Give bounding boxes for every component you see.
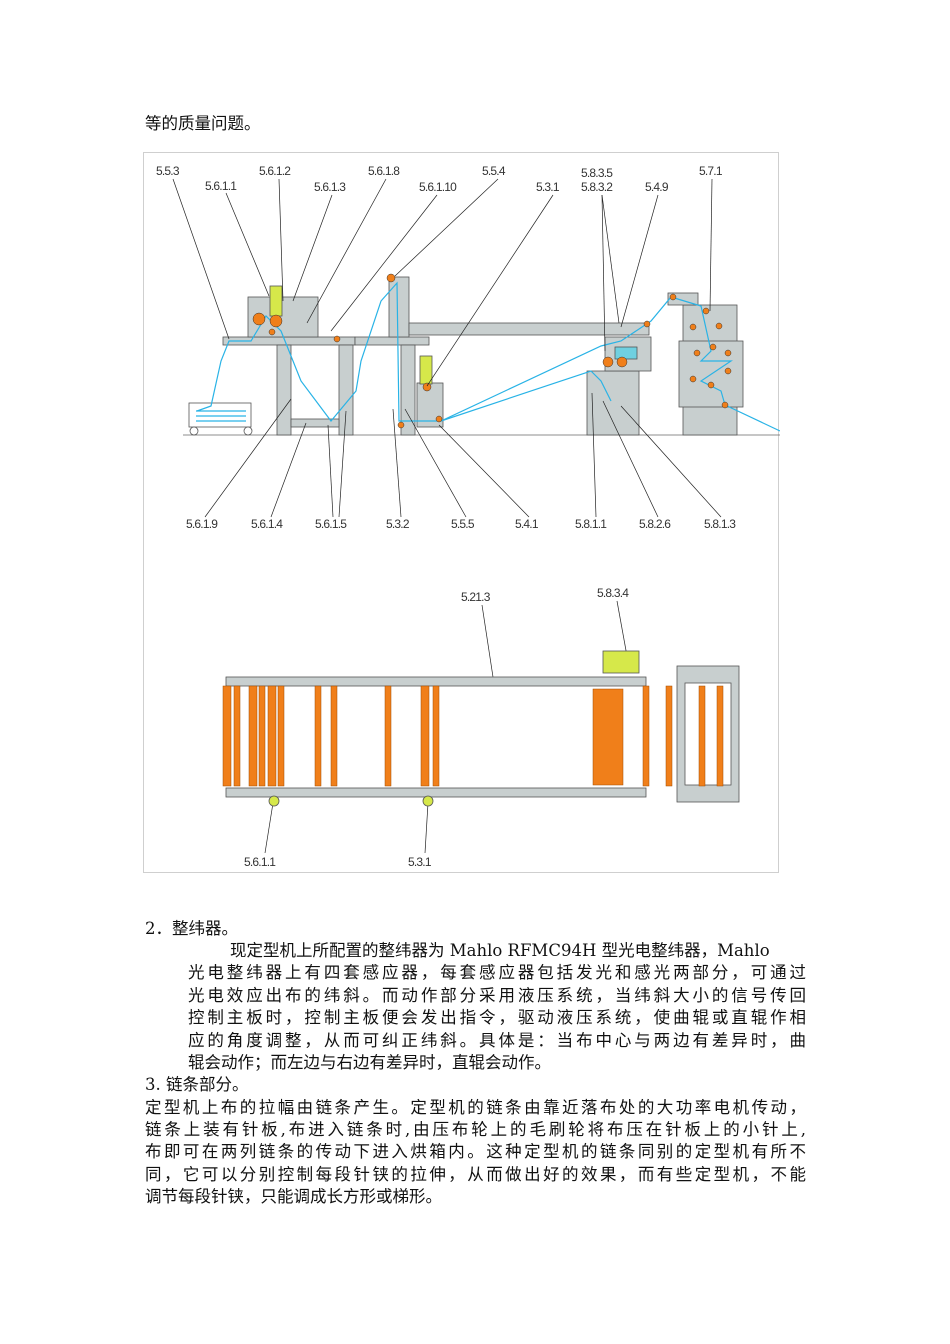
overhead-beam bbox=[408, 322, 650, 336]
callout-label: 5.8.2.6 bbox=[639, 517, 671, 531]
callout-label: 5.8.1.1 bbox=[575, 517, 607, 531]
leader-lines bbox=[172, 178, 722, 854]
section2-line: 光电整纬器上有四套感应器，每套感应器包括发光和感光两部分，可通过 bbox=[188, 963, 806, 982]
fabric-path bbox=[196, 281, 781, 432]
callout-label: 5.6.1.1 bbox=[205, 179, 237, 193]
callout-label: 5.21.3 bbox=[461, 590, 491, 604]
section2-line: 现定型机上所配置的整纬器为 Mahlo RFMC94H 型光电整纬器，Mahlo bbox=[230, 941, 770, 960]
section3-heading: 3. 链条部分。 bbox=[145, 1075, 249, 1094]
section3-line: 链条上装有针板,布进入链条时,由压布轮上的毛刷轮将布压在针板上的小针上, bbox=[145, 1120, 806, 1139]
callout-label: 5.8.3.4 bbox=[597, 586, 629, 600]
callout-label: 5.5.4 bbox=[482, 164, 506, 178]
section2-line: 控制主板时，控制主板便会发出指令，驱动液压系统，使曲辊或直辊作相 bbox=[188, 1008, 806, 1027]
section2-line: 应的角度调整，从而可纠正纬斜。具体是：当布中心与两边有差异时，曲 bbox=[188, 1031, 806, 1050]
callout-label: 5.8.1.3 bbox=[704, 517, 736, 531]
straightener-unit bbox=[586, 370, 640, 436]
callout-label: 5.3.1 bbox=[408, 855, 432, 869]
callout-label: 5.8.3.5 bbox=[581, 166, 613, 180]
top-chain-rail bbox=[225, 676, 647, 687]
section2-heading: 2．整纬器。 bbox=[145, 919, 238, 938]
callout-label: 5.5.3 bbox=[156, 164, 180, 178]
section2-line: 光电效应出布的纬斜。而动作部分采用液压系统，当纬斜大小的信号传回 bbox=[188, 986, 806, 1005]
bottom-chain-rail bbox=[225, 787, 647, 798]
callout-label: 5.8.3.2 bbox=[581, 180, 613, 194]
stenter-machine-diagram: 5.5.3 5.6.1.1 5.6.1.2 5.6.1.3 5.6.1.8 5.… bbox=[143, 152, 781, 873]
section3-line: 布即可在两列链条的传动下进入烘箱内。这种定型机的链条同别的定型机有所不 bbox=[145, 1142, 806, 1161]
callout-label: 5.6.1.1 bbox=[244, 855, 276, 869]
fabric-cart bbox=[188, 402, 252, 428]
callout-label: 5.4.9 bbox=[645, 180, 669, 194]
callout-label: 5.6.1.5 bbox=[315, 517, 347, 531]
section2-line: 辊会动作；而左边与右边有差异时，直辊会动作。 bbox=[188, 1053, 551, 1072]
callout-label: 5.5.5 bbox=[451, 517, 475, 531]
plan-view bbox=[222, 650, 740, 807]
side-view bbox=[183, 276, 780, 436]
callout-label: 5.6.1.3 bbox=[314, 180, 346, 194]
callout-label: 5.6.1.4 bbox=[251, 517, 283, 531]
section3-line: 定型机上布的拉幅由链条产生。定型机的链条由靠近落布处的大功率电机传动， bbox=[145, 1098, 806, 1117]
callout-label: 5.6.1.10 bbox=[419, 180, 457, 194]
drive-motor bbox=[602, 650, 640, 674]
bottom-callout-labels: 5.6.1.9 5.6.1.4 5.6.1.5 5.3.2 5.5.5 5.4.… bbox=[186, 517, 737, 531]
section3-line: 同，它可以分别控制每段针铗的拉伸，从而做出好的效果，而有些定型机，不能 bbox=[145, 1165, 806, 1184]
callout-label: 5.4.1 bbox=[515, 517, 539, 531]
callout-label: 5.3.2 bbox=[386, 517, 410, 531]
intro-line: 等的质量问题。 bbox=[145, 114, 261, 133]
callout-label: 5.7.1 bbox=[699, 164, 723, 178]
section3-line: 调节每段针铗，只能调成长方形或梯形。 bbox=[145, 1187, 442, 1206]
motor bbox=[269, 285, 283, 317]
top-callout-labels: 5.5.3 5.6.1.1 5.6.1.2 5.6.1.3 5.6.1.8 5.… bbox=[156, 164, 724, 194]
plan-rollers bbox=[222, 685, 724, 787]
callout-label: 5.6.1.2 bbox=[259, 164, 291, 178]
plan-callout-labels: 5.21.3 5.8.3.4 5.6.1.1 5.3.1 bbox=[244, 586, 630, 869]
rollers bbox=[252, 273, 732, 429]
callout-label: 5.6.1.8 bbox=[368, 164, 400, 178]
callout-label: 5.6.1.9 bbox=[186, 517, 218, 531]
diagram-svg: 5.5.3 5.6.1.1 5.6.1.2 5.6.1.3 5.6.1.8 5.… bbox=[156, 164, 781, 869]
callout-label: 5.3.1 bbox=[536, 180, 560, 194]
